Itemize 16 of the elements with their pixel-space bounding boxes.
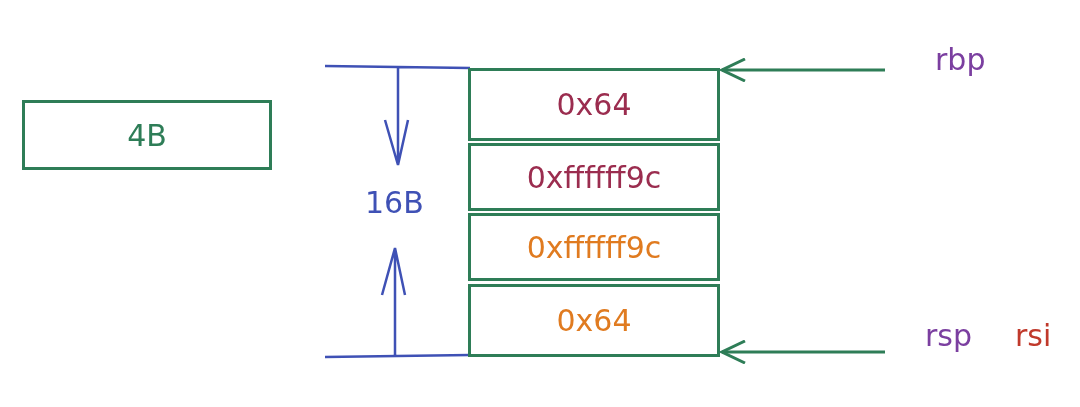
box-label: 0xffffff9c (526, 159, 662, 195)
memory-box (468, 284, 720, 357)
memory-box (468, 68, 720, 141)
box-label: 0x64 (556, 87, 632, 122)
memory-box (22, 100, 272, 170)
arrow (720, 339, 885, 365)
size-label: 16B (365, 185, 424, 220)
register-label: rsi (1015, 318, 1052, 353)
memory-box (468, 143, 720, 211)
register-label: rbp (935, 42, 986, 77)
memory-box (468, 213, 720, 281)
box-label: 4B (127, 117, 167, 153)
register-label: rsp (925, 318, 972, 353)
arrow (720, 57, 885, 83)
box-label: 0x64 (556, 303, 632, 338)
box-label: 0xffffff9c (526, 229, 662, 265)
